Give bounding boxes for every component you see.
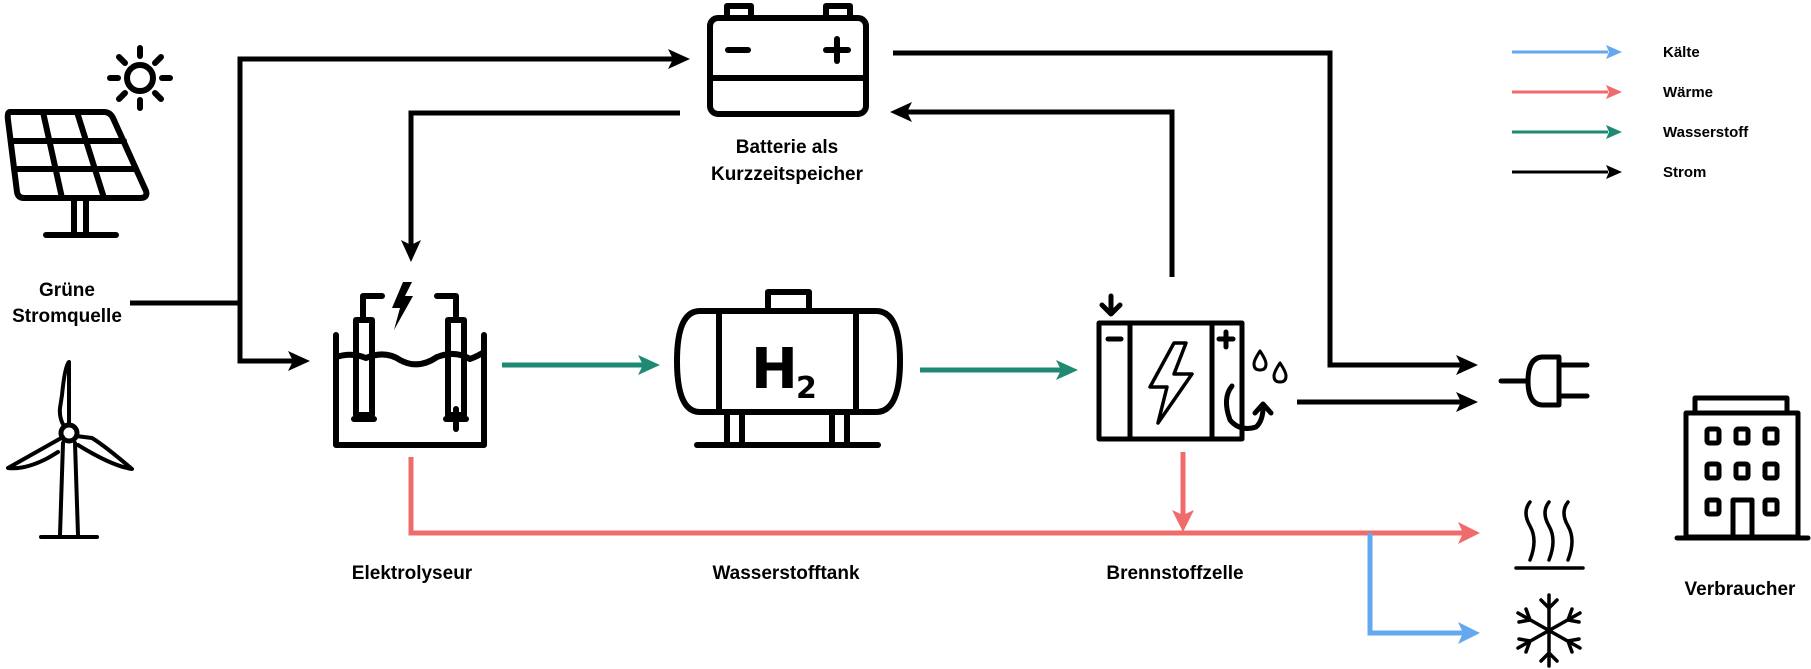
arrow-heads	[288, 49, 1480, 644]
arrowhead	[401, 240, 421, 262]
arrowhead	[890, 102, 912, 122]
legend-arrowhead-waerme	[1606, 85, 1622, 99]
legend-arrowhead-wasserstoff	[1606, 125, 1622, 139]
flow-fuelcell-to-battery	[904, 109, 1175, 277]
lightning-icon	[392, 282, 413, 330]
h2-symbol: H	[751, 337, 798, 402]
flow-source-to-battery	[130, 56, 676, 306]
source-label-line1: Grüne	[39, 280, 95, 301]
legend-label-wasserstoff: Wasserstoff	[1663, 124, 1749, 141]
arrowhead	[288, 351, 310, 371]
battery-label-line1: Batterie als	[736, 137, 838, 158]
legend: Kälte Wärme Wasserstoff Strom	[1512, 44, 1749, 181]
fuel-cell-icon	[1096, 293, 1288, 442]
arrowhead	[638, 355, 660, 375]
sun-icon	[107, 45, 173, 111]
legend-arrowhead-kaelte	[1606, 45, 1622, 59]
flow-cold	[1367, 533, 1464, 636]
h2-subscript: 2	[796, 371, 817, 406]
legend-item-waerme: Wärme	[1512, 84, 1713, 101]
arrowhead	[668, 49, 690, 69]
arrowhead	[1456, 355, 1478, 375]
battery-icon	[707, 3, 869, 117]
flow-source-to-electrolyzer	[237, 300, 296, 364]
arrowhead	[1172, 510, 1194, 532]
arrowhead	[1056, 360, 1078, 380]
legend-item-strom: Strom	[1512, 164, 1706, 181]
source-label-line2: Stromquelle	[12, 306, 122, 327]
electrolyzer-label: Elektrolyseur	[352, 563, 473, 584]
building-icon	[1674, 395, 1811, 541]
plug-icon	[1498, 354, 1590, 408]
legend-label-kaelte: Kälte	[1663, 44, 1700, 61]
flow-electrolyzer-heat	[408, 457, 1464, 536]
wind-turbine-icon	[6, 360, 134, 539]
electrolyzer-icon	[333, 293, 487, 448]
arrowhead	[1456, 392, 1478, 412]
heat-icon	[1514, 500, 1585, 570]
hydrogen-tank-icon	[674, 289, 903, 448]
flow-battery-to-electrolyzer	[408, 110, 680, 248]
flow-lines	[130, 50, 1464, 636]
legend-item-kaelte: Kälte	[1512, 44, 1700, 61]
legend-label-strom: Strom	[1663, 164, 1706, 181]
legend-label-waerme: Wärme	[1663, 84, 1713, 101]
h2tank-label: Wasserstofftank	[712, 563, 860, 584]
fuelcell-label: Brennstoffzelle	[1106, 563, 1243, 584]
flow-battery-to-plug	[893, 50, 1464, 368]
battery-label-line2: Kurzzeitspeicher	[711, 164, 864, 185]
consumer-label: Verbraucher	[1685, 579, 1796, 600]
arrowhead	[1458, 622, 1480, 644]
solar-panel-icon	[4, 109, 150, 238]
legend-item-wasserstoff: Wasserstoff	[1512, 124, 1749, 141]
legend-arrowhead-strom	[1606, 165, 1622, 179]
arrowhead	[1458, 522, 1480, 544]
snowflake-icon	[1516, 593, 1582, 668]
